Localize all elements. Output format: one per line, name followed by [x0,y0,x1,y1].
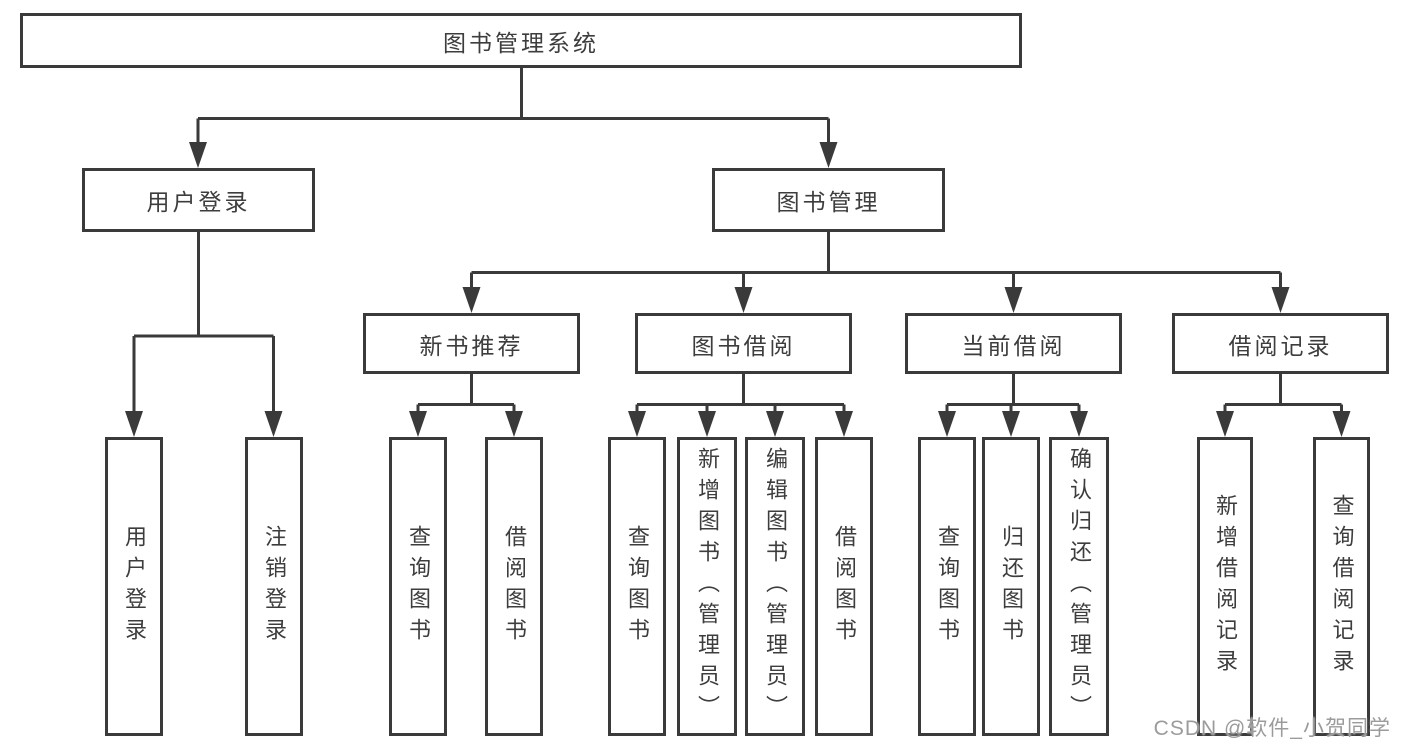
leaf-query-books-current: 查询图书 [918,437,976,736]
leaf-borrow-books-recommend: 借阅图书 [485,437,543,736]
leaf-label: 用户登录 [122,524,147,649]
leaf-add-books-admin: 新增图书（管理员） [677,437,737,736]
leaf-label: 确认归还（管理员） [1067,447,1092,726]
leaf-label: 新增借阅记录 [1213,493,1238,680]
node-current-borrowing: 当前借阅 [905,313,1122,374]
node-book-management: 图书管理 [712,168,945,232]
leaf-logout: 注销登录 [245,437,303,736]
leaf-label: 查询图书 [406,524,431,649]
csdn-watermark: CSDN @软件_小贺同学 [1153,717,1391,740]
leaf-label: 查询图书 [625,524,650,649]
node-borrow-records: 借阅记录 [1172,313,1389,374]
leaf-confirm-return-admin: 确认归还（管理员） [1049,437,1109,736]
leaf-return-books: 归还图书 [982,437,1040,736]
leaf-label: 注销登录 [262,524,287,649]
leaf-label: 借阅图书 [832,524,857,649]
leaf-label: 归还图书 [999,524,1024,649]
leaf-query-borrow-record: 查询借阅记录 [1313,437,1370,736]
leaf-label: 查询借阅记录 [1329,493,1355,680]
leaf-edit-books-admin: 编辑图书（管理员） [745,437,805,736]
leaf-borrow-books-borrowing: 借阅图书 [815,437,873,736]
node-user-login: 用户登录 [82,168,315,232]
leaf-label: 新增图书（管理员） [695,447,720,726]
leaf-user-login: 用户登录 [105,437,163,736]
leaf-add-borrow-record: 新增借阅记录 [1197,437,1253,736]
leaf-query-books-recommend: 查询图书 [389,437,447,736]
root-node-library-system: 图书管理系统 [20,13,1022,68]
node-book-borrowing: 图书借阅 [635,313,852,374]
leaf-label: 查询图书 [935,524,960,649]
leaf-query-books-borrowing: 查询图书 [608,437,666,736]
leaf-label: 借阅图书 [502,524,527,649]
node-new-book-recommend: 新书推荐 [363,313,580,374]
leaf-label: 编辑图书（管理员） [763,447,788,726]
